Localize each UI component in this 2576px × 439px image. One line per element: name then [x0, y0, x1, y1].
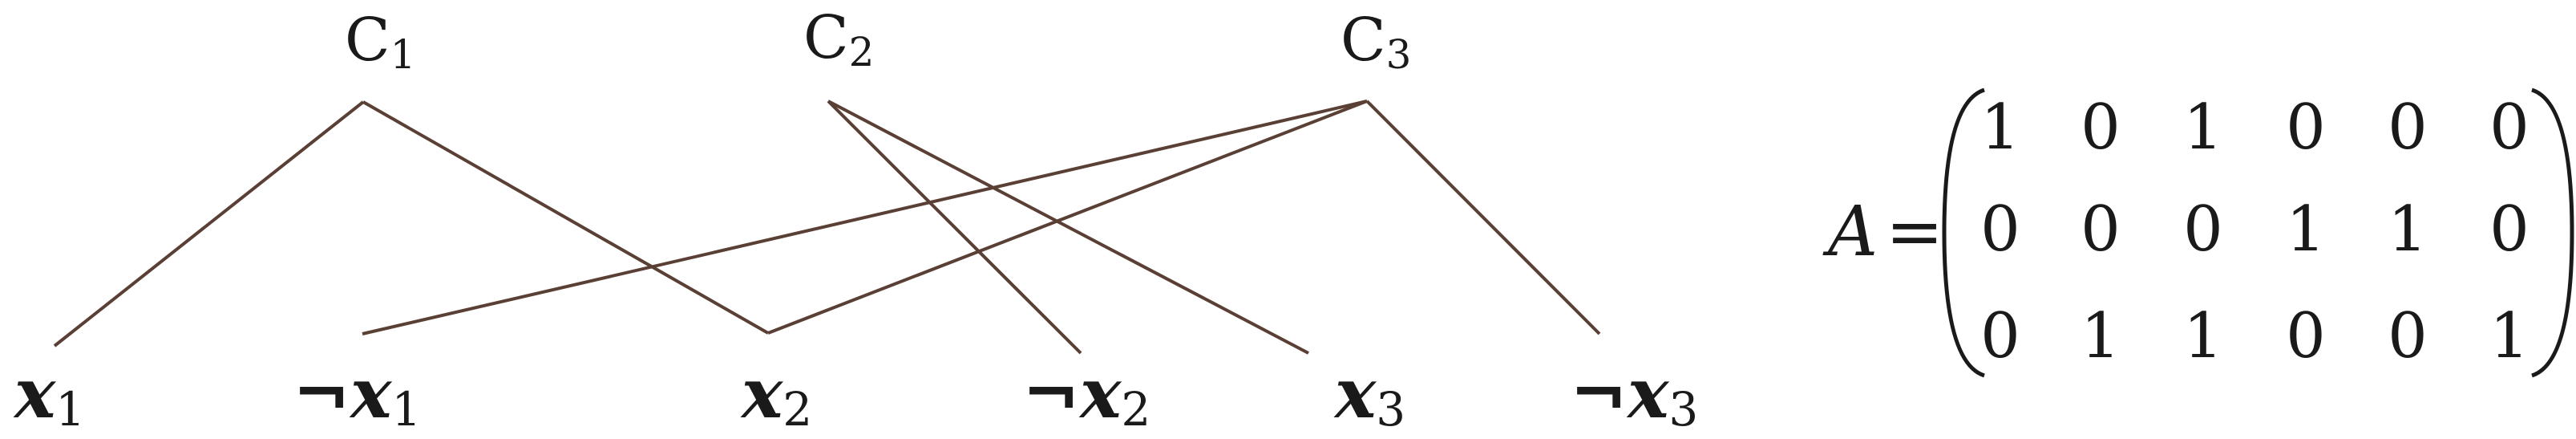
literal-x1: x1: [13, 353, 85, 437]
matrix-cell-r1-c1: 1: [1980, 91, 2020, 164]
matrix-lhs: A: [1822, 192, 1878, 272]
edge-c1-x1: [53, 100, 365, 348]
matrix-cell-r2-c2: 0: [2081, 193, 2121, 266]
matrix-cell-r3-c6: 1: [2489, 300, 2529, 372]
edge-c1-x2: [362, 100, 769, 335]
matrix-cell-r1-c3: 1: [2183, 91, 2223, 164]
graph-edges: [53, 100, 1601, 355]
matrix-cell-r2-c5: 1: [2388, 193, 2428, 266]
literal-x2: x2: [740, 353, 812, 437]
clause-c3: C3: [1341, 6, 1411, 78]
clause-c2: C2: [803, 3, 874, 75]
matrix-right-paren: [2531, 87, 2574, 378]
matrix-cell-r1-c2: 0: [2081, 91, 2121, 164]
literal-x3: x3: [1333, 353, 1405, 437]
matrix-cell-r3-c3: 1: [2183, 300, 2223, 372]
matrix-cell-r2-c1: 0: [1980, 193, 2020, 266]
matrix-equals: =: [1886, 192, 1943, 272]
matrix-cell-r2-c3: 0: [2183, 193, 2223, 266]
matrix-cell-r3-c5: 0: [2388, 300, 2428, 372]
edge-c3-nx1: [362, 100, 1368, 335]
matrix-cell-r2-c4: 1: [2286, 193, 2326, 266]
matrix-cell-r1-c6: 0: [2489, 91, 2529, 164]
matrix-cell-r1-c5: 0: [2388, 91, 2428, 164]
edge-c2-x3: [827, 100, 1309, 355]
matrix-cell-r1-c4: 0: [2286, 91, 2326, 164]
matrix-left-paren: [1942, 87, 1985, 378]
literal-not-x2: ¬x2: [1022, 353, 1151, 437]
clause-c1: C1: [345, 6, 415, 78]
edge-c3-nx3: [1365, 100, 1601, 335]
edge-c3-x2: [767, 100, 1368, 335]
literal-not-x1: ¬x1: [293, 353, 421, 437]
matrix-cell-r3-c4: 0: [2286, 300, 2326, 372]
matrix-cell-r2-c6: 0: [2489, 193, 2529, 266]
literal-not-x3: ¬x3: [1570, 353, 1698, 437]
edge-c2-nx2: [827, 100, 1082, 355]
matrix-cell-r3-c1: 0: [1980, 300, 2020, 372]
matrix-cell-r3-c2: 1: [2081, 300, 2121, 372]
